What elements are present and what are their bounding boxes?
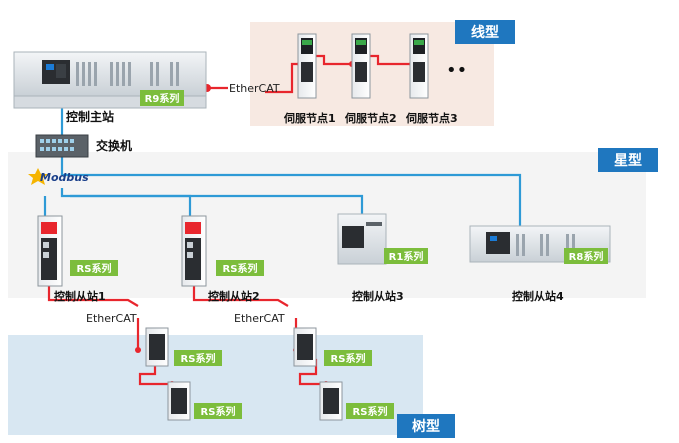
tree-tab: [397, 414, 455, 438]
slave4-label: 控制从站4: [512, 289, 564, 303]
r9-badge: R9系列: [145, 92, 180, 105]
ethercat-logo-linear: EtherCAT: [229, 82, 280, 95]
linear-tab-label: 线型: [471, 24, 499, 41]
rs-badge-3: RS系列: [181, 352, 216, 365]
rs-badge-bg-3: [174, 350, 222, 366]
linear-tab: [455, 20, 515, 44]
slave2-label: 控制从站2: [208, 289, 260, 303]
slave3-label: 控制从站3: [352, 289, 404, 303]
servo-node-1: [297, 33, 317, 99]
modbus-logo: [28, 168, 48, 185]
slave1-label: 控制从站1: [54, 289, 106, 303]
star-tab-label: 星型: [614, 152, 642, 169]
servo3-label: 伺服节点3: [405, 111, 458, 125]
rs-badge-4: RS系列: [201, 405, 236, 418]
modbus-links: [43, 105, 522, 228]
master-label: 控制主站: [66, 109, 114, 124]
rs-badge-1: RS系列: [77, 262, 112, 275]
rs-badge-bg-6: [346, 403, 394, 419]
rs-badge-bg-1: [70, 260, 118, 276]
r1-badge-bg: [384, 248, 428, 264]
ellipsis-dots: ••: [446, 60, 467, 81]
star-tab: [598, 148, 658, 172]
r8-badge: R8系列: [569, 250, 604, 263]
tree-module-1b: [167, 381, 191, 421]
rs-badge-bg-2: [216, 260, 264, 276]
ethercat-logo-tree-2: EtherCAT: [234, 312, 285, 325]
switch-label: 交换机: [96, 138, 132, 153]
r8-badge-bg: [564, 248, 608, 264]
tree-module-1a: [145, 327, 169, 367]
servo1-label: 伺服节点1: [283, 111, 336, 125]
tree-tab-label: 树型: [412, 418, 440, 435]
rs-badge-2: RS系列: [223, 262, 258, 275]
servo-node-3: [409, 33, 429, 99]
master-controller: [13, 51, 207, 109]
slave-controller-1: [37, 215, 63, 287]
servo2-label: 伺服节点2: [344, 111, 397, 125]
network-switch: [35, 134, 89, 158]
r9-badge-bg: [140, 90, 184, 106]
r1-badge: R1系列: [389, 250, 424, 263]
rs-badge-6: RS系列: [353, 405, 388, 418]
rs-badge-5: RS系列: [331, 352, 366, 365]
modbus-label: Modbus: [40, 171, 89, 184]
linear-topology-area: [250, 22, 494, 126]
slave-controller-3: [337, 213, 387, 265]
ethercat-logo-tree-1: EtherCAT: [86, 312, 137, 325]
rs-badge-bg-5: [324, 350, 372, 366]
tree-module-2b: [319, 381, 343, 421]
tree-module-2a: [293, 327, 317, 367]
servo-node-2: [351, 33, 371, 99]
slave-controller-2: [181, 215, 207, 287]
rs-badge-bg-4: [194, 403, 242, 419]
